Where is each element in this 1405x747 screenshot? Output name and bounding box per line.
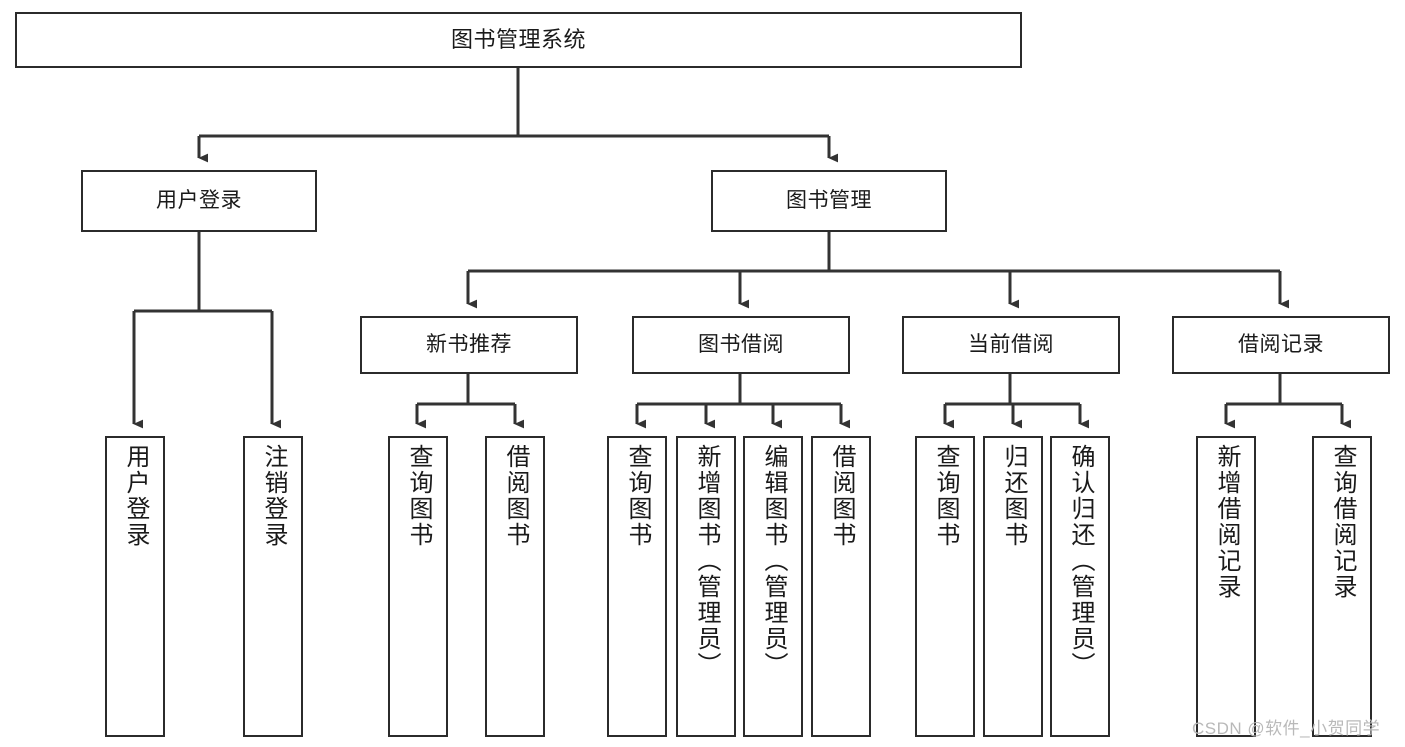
node-label: 借阅图书 (828, 444, 855, 548)
node-label: 查询图书 (932, 444, 959, 548)
leaf-user-login[interactable]: 用户登录 (105, 436, 165, 737)
node-label: 新书推荐 (426, 332, 512, 356)
leaf-query-book-borrow[interactable]: 查询图书 (607, 436, 667, 737)
csdn-watermark: CSDN @软件_小贺同学 (1192, 719, 1381, 738)
node-new-book-recommend[interactable]: 新书推荐 (360, 316, 578, 374)
node-label: 注销登录 (260, 444, 287, 548)
node-label: 用户登录 (156, 188, 242, 212)
node-label: 用户登录 (122, 444, 149, 548)
node-root-system[interactable]: 图书管理系统 (15, 12, 1022, 68)
node-label: 查询借阅记录 (1329, 444, 1356, 600)
node-label: 新增图书（管理员） (693, 444, 720, 678)
node-label: 借阅记录 (1238, 332, 1324, 356)
leaf-borrow-book-recommend[interactable]: 借阅图书 (485, 436, 545, 737)
node-borrow-record[interactable]: 借阅记录 (1172, 316, 1390, 374)
node-label: 借阅图书 (502, 444, 529, 548)
leaf-add-book-admin[interactable]: 新增图书（管理员） (676, 436, 736, 737)
node-label: 确认归还（管理员） (1067, 444, 1094, 678)
node-label: 图书借阅 (698, 332, 784, 356)
node-current-borrow[interactable]: 当前借阅 (902, 316, 1120, 374)
leaf-query-book-current[interactable]: 查询图书 (915, 436, 975, 737)
leaf-query-borrow-record[interactable]: 查询借阅记录 (1312, 436, 1372, 737)
node-label: 编辑图书（管理员） (760, 444, 787, 678)
node-label: 图书管理 (786, 188, 872, 212)
node-book-borrow[interactable]: 图书借阅 (632, 316, 850, 374)
leaf-edit-book-admin[interactable]: 编辑图书（管理员） (743, 436, 803, 737)
node-label: 新增借阅记录 (1213, 444, 1240, 600)
node-label: 当前借阅 (968, 332, 1054, 356)
node-label: 查询图书 (405, 444, 432, 548)
node-label: 图书管理系统 (450, 27, 586, 53)
node-book-management[interactable]: 图书管理 (711, 170, 947, 232)
node-user-login[interactable]: 用户登录 (81, 170, 317, 232)
node-label: 查询图书 (624, 444, 651, 548)
leaf-query-book-recommend[interactable]: 查询图书 (388, 436, 448, 737)
leaf-confirm-return-admin[interactable]: 确认归还（管理员） (1050, 436, 1110, 737)
node-label: 归还图书 (1000, 444, 1027, 548)
leaf-borrow-book[interactable]: 借阅图书 (811, 436, 871, 737)
leaf-return-book[interactable]: 归还图书 (983, 436, 1043, 737)
leaf-logout[interactable]: 注销登录 (243, 436, 303, 737)
leaf-add-borrow-record[interactable]: 新增借阅记录 (1196, 436, 1256, 737)
